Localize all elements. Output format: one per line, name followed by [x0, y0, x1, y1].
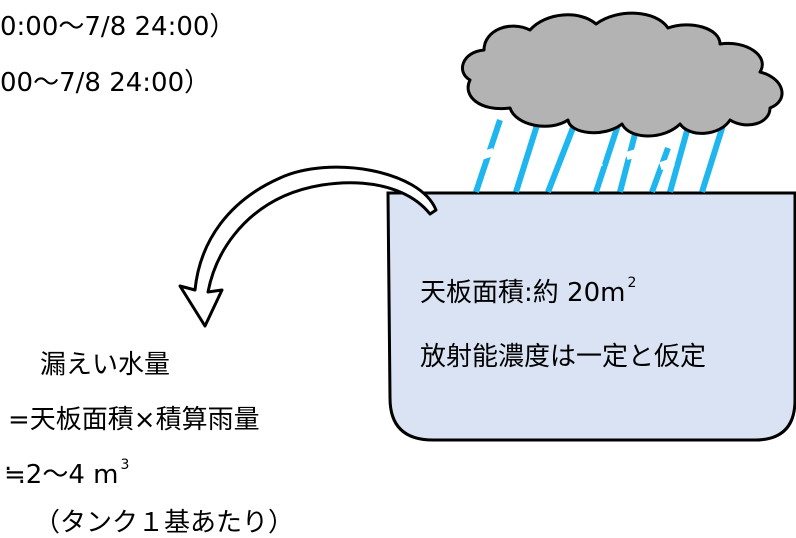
tank-body [386, 191, 796, 442]
rain [473, 118, 727, 194]
leak-formula: =天板面積×積算雨量 [8, 405, 260, 435]
period-text-1: 0:00～7/8 24:00） [0, 12, 236, 42]
leak-title: 漏えい水量 [40, 350, 171, 380]
leak-note: （タンク１基あたり） [34, 508, 295, 538]
leak-value-label: ≒2～4 m [4, 460, 119, 490]
rain-streak [513, 121, 541, 193]
tank-area-label: 天板面積:約 20m [420, 278, 626, 308]
tank-assumption-text: 放射能濃度は一定と仮定 [420, 342, 707, 372]
rain-streak [593, 124, 621, 193]
leak-value-exponent: 3 [120, 457, 130, 473]
curved-arrow-icon [178, 165, 438, 328]
rain-streak [667, 119, 693, 193]
rain-streak [545, 118, 579, 194]
tank-area-exponent: 2 [627, 275, 637, 291]
period-text-2: 00～7/8 24:00） [0, 68, 211, 98]
rain-streak [617, 129, 639, 193]
cloud-icon [460, 11, 784, 138]
rain-streak [699, 121, 727, 193]
rain-streak [649, 146, 671, 194]
